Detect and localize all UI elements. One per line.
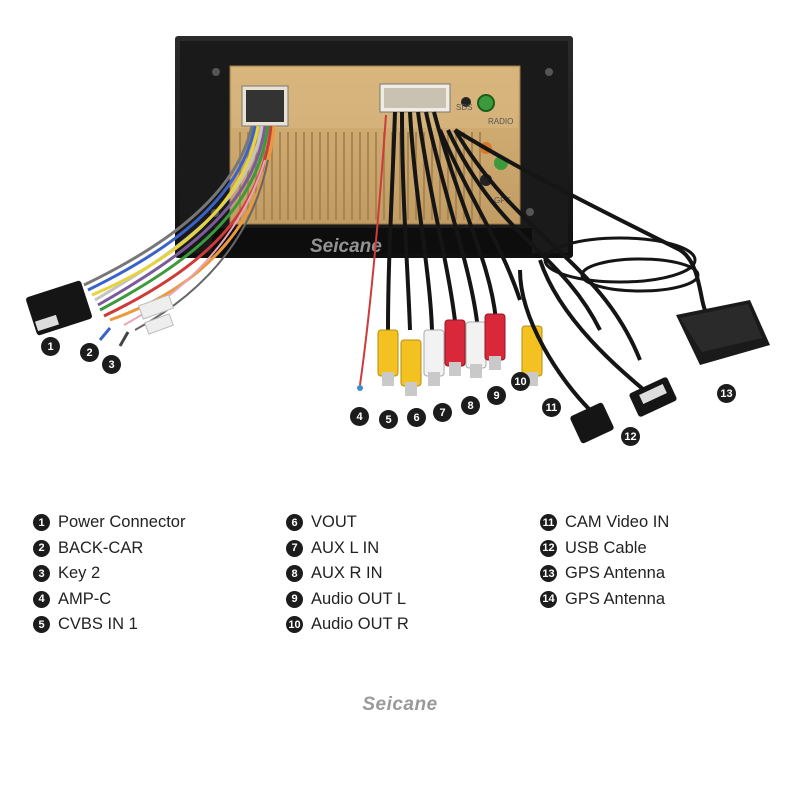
callout-2: 2	[80, 343, 99, 362]
watermark: Seicane	[310, 236, 382, 257]
legend-item: 8 AUX R IN	[286, 561, 409, 587]
callout-6: 6	[407, 408, 426, 427]
wire-amp-c	[359, 114, 387, 386]
legend-number: 13	[540, 565, 557, 583]
wire-key2	[118, 331, 130, 347]
legend-label: Power Connector	[58, 513, 186, 532]
product-photo: SDS RADIO GPS Seicane	[26, 36, 770, 444]
gps-antenna	[453, 128, 770, 365]
legend-item: 10 Audio OUT R	[286, 612, 409, 638]
legend-item: 12 USB Cable	[540, 536, 669, 562]
legend-label: BACK-CAR	[58, 538, 144, 557]
callout-10: 10	[511, 372, 530, 391]
rca-bundle	[386, 111, 642, 361]
callout-12: 12	[621, 427, 640, 446]
legend-number: 6	[286, 514, 303, 532]
port-label-sds: SDS	[456, 103, 472, 112]
callout-4: 4	[350, 407, 369, 426]
legend-label: GPS Antenna	[565, 589, 665, 608]
legend: 1 Power Connector 2 BACK-CAR 3 Key 2 4 AMP-C…	[0, 510, 800, 640]
legend-item: 6 VOUT	[286, 510, 409, 536]
legend-number: 14	[540, 590, 557, 608]
callout-7: 7	[433, 403, 452, 422]
legend-column-1: 1 Power Connector 2 BACK-CAR 3 Key 2 4 AMP-C…	[33, 510, 185, 638]
callout-5: 5	[379, 410, 398, 429]
legend-number: 4	[33, 590, 50, 608]
power-harness	[83, 125, 276, 331]
legend-label: GPS Antenna	[565, 564, 665, 583]
legend-item: 14 GPS Antenna	[540, 587, 669, 613]
legend-number: 2	[33, 539, 50, 557]
brand-logo: Seicane	[362, 694, 438, 715]
callout-3: 3	[102, 355, 121, 374]
legend-number: 11	[540, 514, 557, 532]
legend-number: 9	[286, 590, 303, 608]
legend-label: Key 2	[58, 564, 101, 583]
usb-cables	[518, 259, 677, 444]
legend-label: VOUT	[311, 513, 357, 532]
legend-item: 13 GPS Antenna	[540, 561, 669, 587]
legend-item: 7 AUX L IN	[286, 536, 409, 562]
legend-label: AUX R IN	[311, 564, 383, 583]
legend-number: 10	[286, 616, 303, 634]
callout-11: 11	[542, 398, 561, 417]
wire-back-car	[98, 327, 112, 341]
legend-item: 5 CVBS IN 1	[33, 612, 185, 638]
legend-label: Audio OUT L	[311, 589, 407, 608]
legend-label: USB Cable	[565, 538, 647, 557]
legend-number: 7	[286, 539, 303, 557]
power-connector	[26, 280, 92, 336]
legend-label: AMP-C	[58, 589, 112, 608]
legend-label: CAM Video IN	[565, 513, 670, 532]
legend-column-2: 6 VOUT 7 AUX L IN 8 AUX R IN 9 Audio OUT L 1…	[286, 510, 409, 638]
port-label-gps: GPS	[494, 196, 511, 205]
legend-number: 3	[33, 565, 50, 583]
legend-number: 8	[286, 565, 303, 583]
legend-item: 2 BACK-CAR	[33, 536, 185, 562]
callout-13: 13	[717, 384, 736, 403]
legend-item: 4 AMP-C	[33, 587, 185, 613]
legend-item: 11 CAM Video IN	[540, 510, 669, 536]
legend-number: 12	[540, 539, 557, 557]
legend-label: CVBS IN 1	[58, 615, 138, 634]
legend-label: Audio OUT R	[311, 615, 409, 634]
legend-number: 1	[33, 514, 50, 532]
callout-9: 9	[487, 386, 506, 405]
callout-8: 8	[461, 396, 480, 415]
legend-item: 3 Key 2	[33, 561, 185, 587]
legend-label: AUX L IN	[311, 538, 380, 557]
callout-1: 1	[41, 337, 60, 356]
legend-number: 5	[33, 616, 50, 634]
legend-item: 1 Power Connector	[33, 510, 185, 536]
legend-item: 9 Audio OUT L	[286, 587, 409, 613]
port-label-radio: RADIO	[488, 117, 513, 126]
